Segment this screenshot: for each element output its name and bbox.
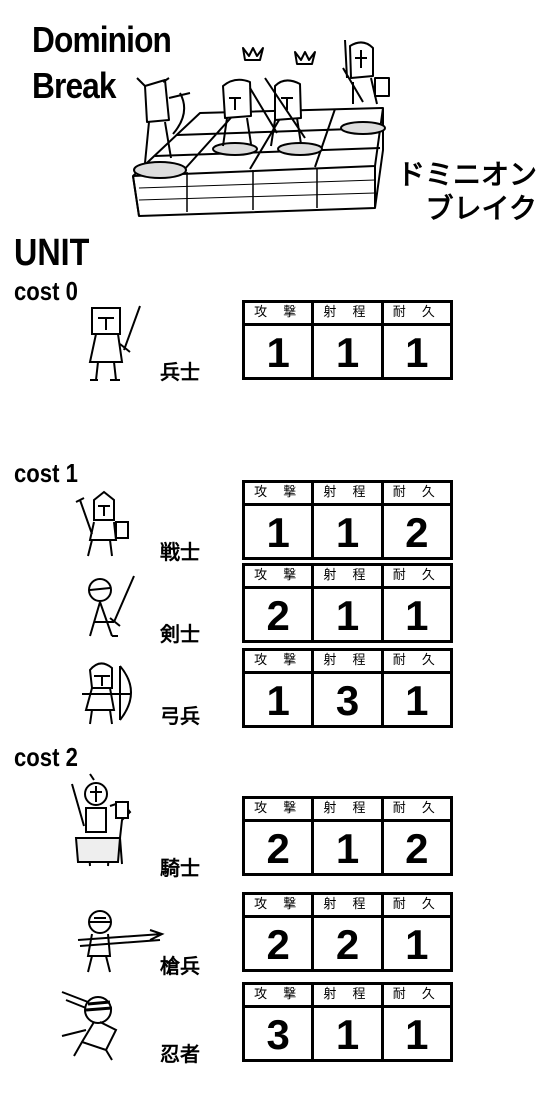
durability-value: 1 (380, 674, 450, 728)
range-label: 射 程 (311, 895, 380, 915)
swordsman-sketch-icon (88, 575, 135, 637)
durability-label: 耐 久 (380, 985, 450, 1005)
unit-name: 戦士 (160, 540, 200, 564)
soldier-sketch-icon (88, 305, 141, 381)
attack-label: 攻 撃 (254, 305, 303, 320)
durability-value: 2 (380, 822, 450, 876)
warrior-sketch-icon (75, 490, 129, 557)
unit-name: 剣士 (160, 622, 200, 646)
attack-label: 攻 撃 (254, 485, 303, 500)
durability-value: 1 (380, 918, 450, 972)
unit-name: 兵士 (160, 360, 200, 384)
attack-value: 3 (266, 1011, 290, 1058)
cost-0-heading: cost 0 (14, 276, 78, 306)
unit-heading: UNIT (14, 232, 90, 274)
game-title-line-2: Break (32, 65, 117, 106)
durability-label: 耐 久 (380, 483, 450, 503)
board-illustration (132, 39, 390, 217)
unit-name: 弓兵 (160, 704, 200, 728)
cost-1-heading: cost 1 (14, 458, 78, 488)
durability-label: 耐 久 (380, 799, 450, 819)
durability-value: 1 (380, 326, 450, 380)
range-label: 射 程 (311, 483, 380, 503)
cost-2-heading: cost 2 (14, 742, 78, 772)
range-value: 1 (311, 1008, 380, 1062)
range-value: 2 (311, 918, 380, 972)
durability-label: 耐 久 (380, 651, 450, 671)
unit-name: 騎士 (160, 856, 200, 880)
attack-label: 攻 撃 (254, 987, 303, 1002)
durability-label: 耐 久 (380, 303, 450, 323)
attack-value: 1 (266, 677, 290, 724)
attack-label: 攻 撃 (254, 897, 303, 912)
durability-value: 2 (380, 506, 450, 560)
durability-value: 1 (380, 589, 450, 643)
range-label: 射 程 (311, 566, 380, 586)
game-title-line-1: Dominion (32, 19, 172, 60)
attack-value: 1 (266, 509, 290, 556)
range-label: 射 程 (311, 799, 380, 819)
knight-sketch-icon (71, 773, 132, 867)
attack-label: 攻 撃 (254, 568, 303, 583)
archer-sketch-icon (82, 662, 132, 725)
attack-label: 攻 撃 (254, 653, 303, 668)
range-value: 1 (311, 326, 380, 380)
attack-label: 攻 撃 (254, 801, 303, 816)
range-label: 射 程 (311, 985, 380, 1005)
ninja-sketch-icon (61, 991, 118, 1061)
unit-name: 槍兵 (160, 954, 200, 978)
jp-title-line-1: ドミニオン (396, 158, 537, 191)
range-value: 3 (311, 674, 380, 728)
durability-label: 耐 久 (380, 566, 450, 586)
attack-value: 1 (266, 329, 290, 376)
attack-value: 2 (266, 921, 290, 968)
jp-title-line-2: ブレイク (425, 192, 537, 225)
spearman-sketch-icon (77, 910, 165, 973)
range-value: 1 (311, 822, 380, 876)
unit-name: 忍者 (160, 1042, 200, 1066)
durability-value: 1 (380, 1008, 450, 1062)
range-label: 射 程 (311, 303, 380, 323)
range-value: 1 (311, 589, 380, 643)
attack-value: 2 (266, 592, 290, 639)
range-value: 1 (311, 506, 380, 560)
attack-value: 2 (266, 825, 290, 872)
durability-label: 耐 久 (380, 895, 450, 915)
range-label: 射 程 (311, 651, 380, 671)
